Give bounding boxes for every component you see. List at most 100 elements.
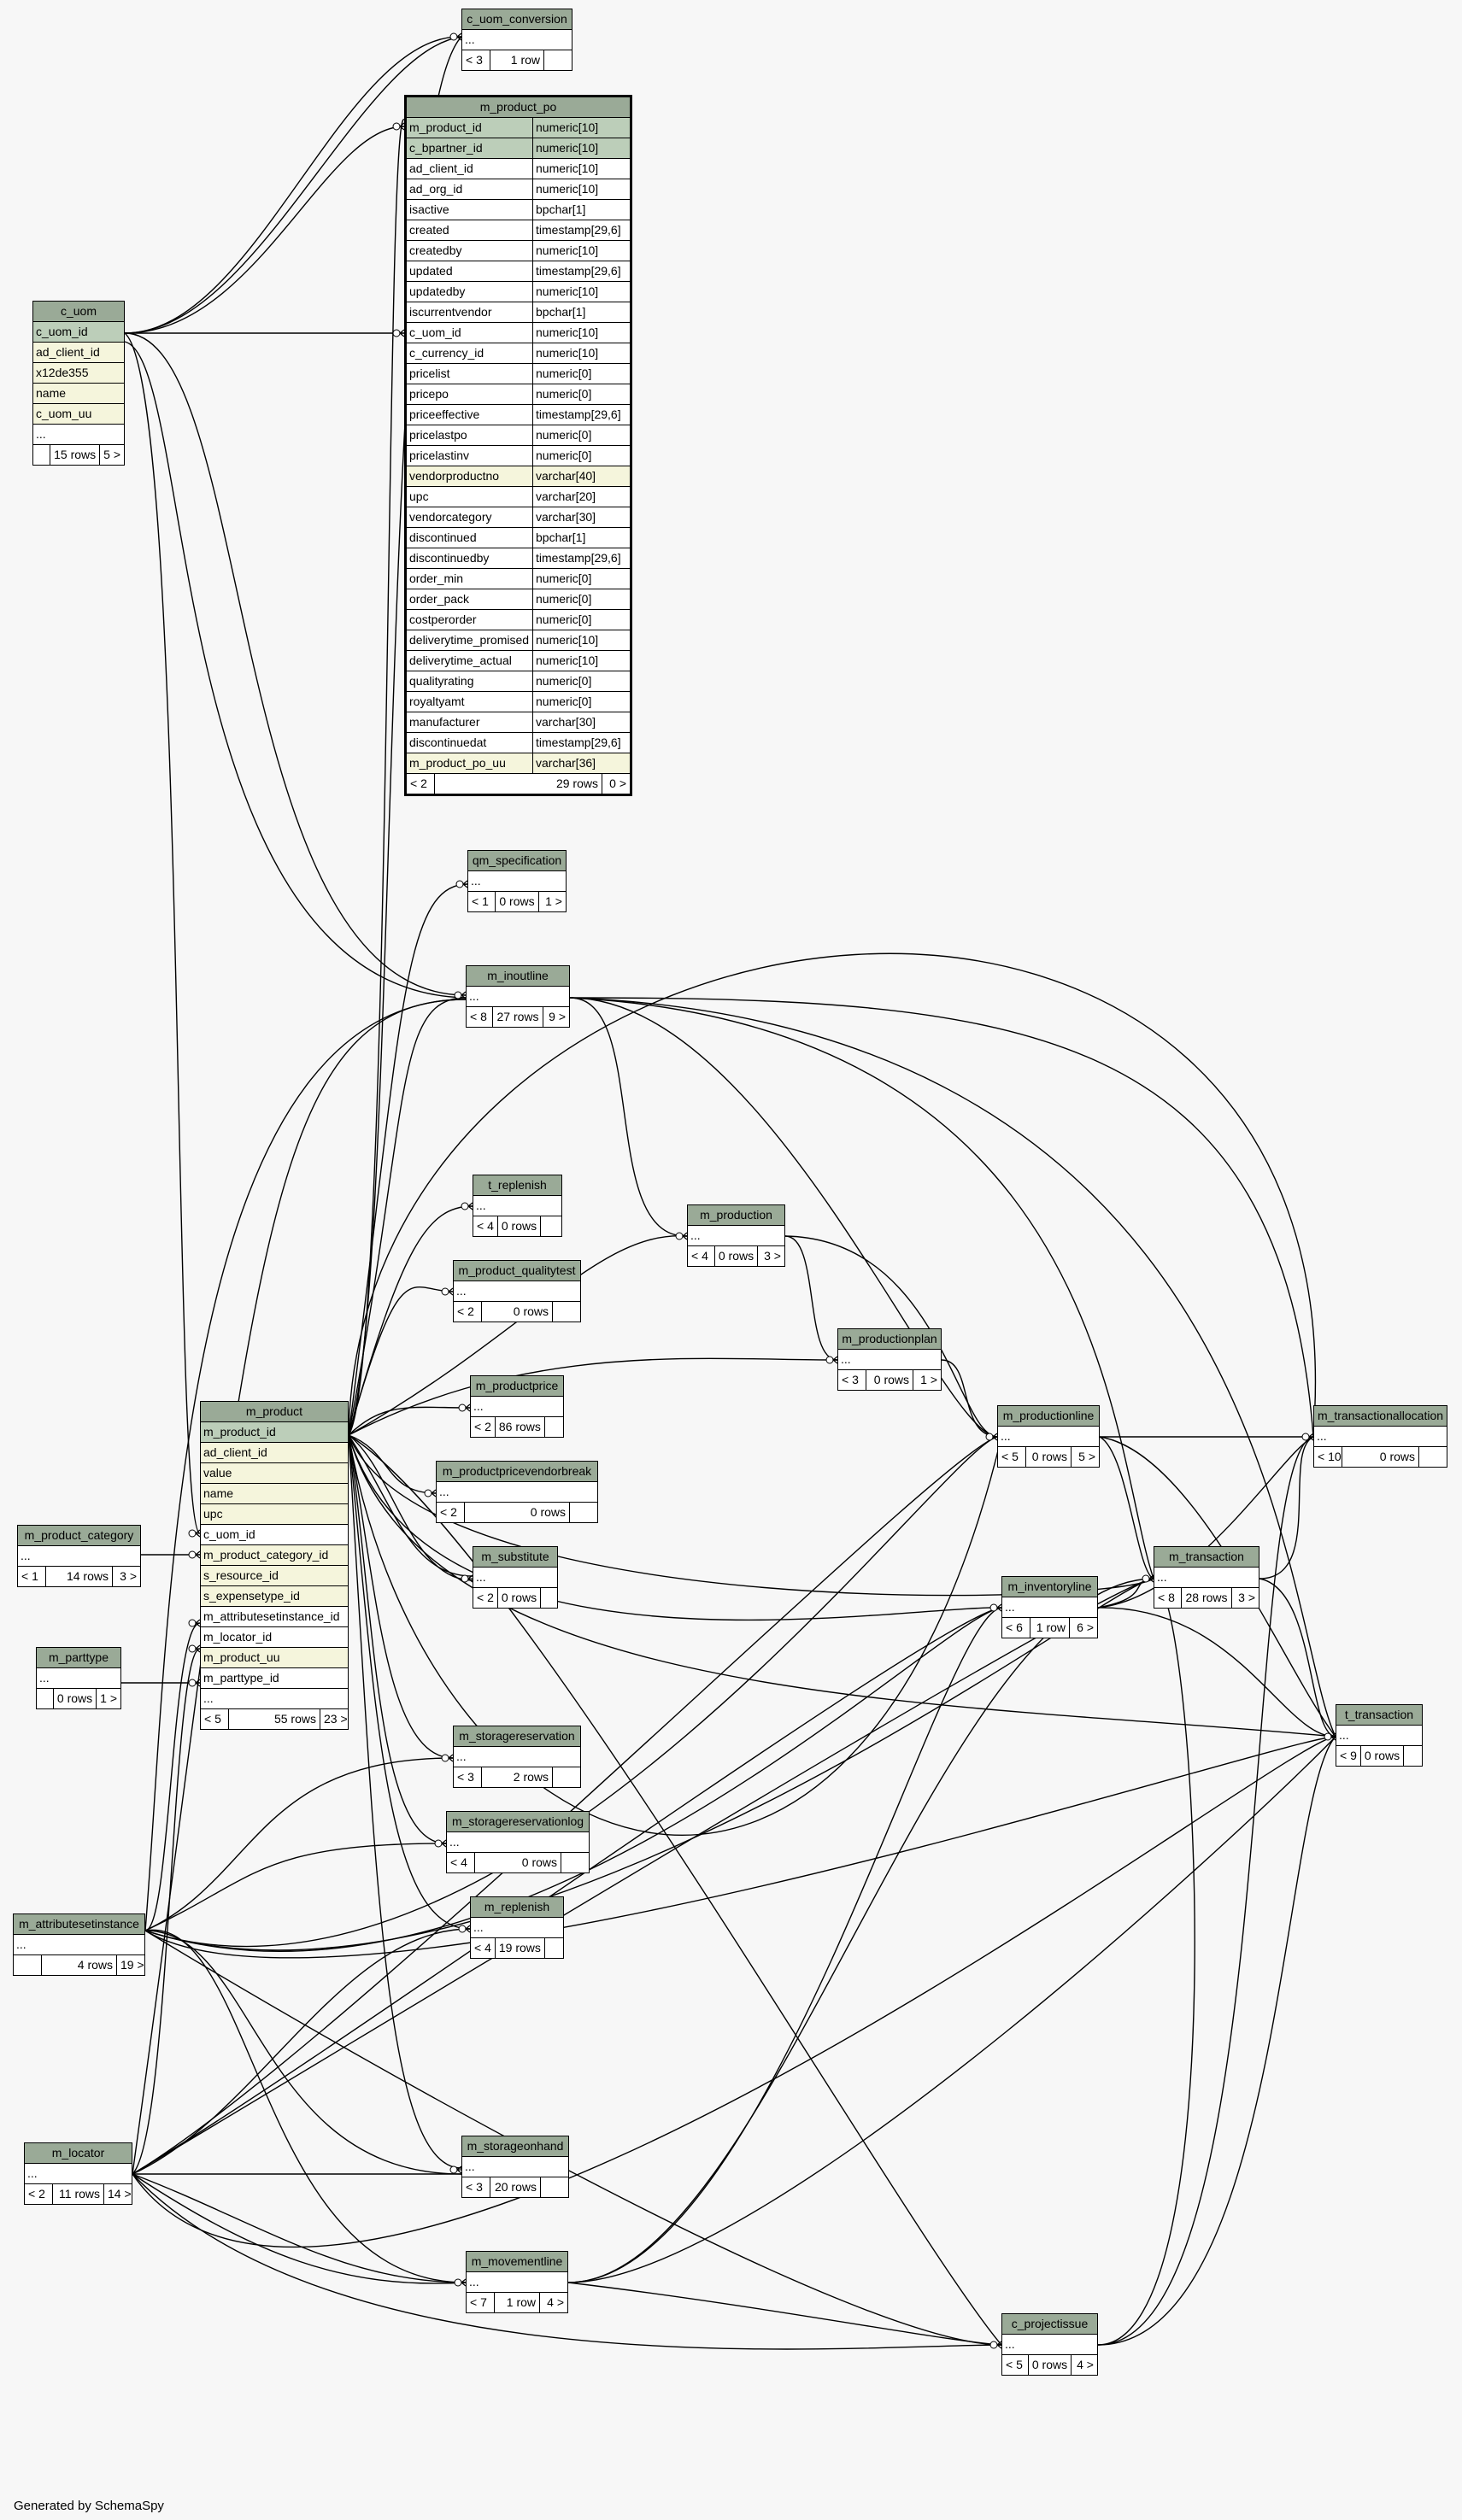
table-title[interactable]: c_projectissue — [1002, 2314, 1097, 2335]
table-title[interactable]: m_productpricevendorbreak — [437, 1462, 597, 1482]
children-link[interactable]: 23 > — [324, 1712, 348, 1726]
parents-link[interactable]: < 6 — [1002, 1618, 1030, 1638]
children-link[interactable] — [541, 1588, 557, 1608]
table-title[interactable]: m_product — [201, 1402, 348, 1422]
children-link[interactable]: 1 > — [545, 894, 562, 908]
table-title[interactable]: c_uom_conversion — [462, 9, 572, 30]
parents-link[interactable]: < 5 — [998, 1447, 1026, 1467]
children-link[interactable]: 14 > — [108, 2187, 132, 2201]
parents-link[interactable]: < 2 — [407, 774, 435, 794]
children-link[interactable] — [544, 50, 572, 70]
parents-link[interactable]: < 4 — [688, 1246, 715, 1266]
parents-link[interactable]: < 3 — [454, 1767, 482, 1787]
parents-link[interactable]: < 8 — [1154, 1588, 1183, 1608]
parents-link[interactable]: < 1 — [18, 1567, 46, 1586]
children-link[interactable] — [561, 1853, 589, 1872]
children-link[interactable]: 5 > — [103, 448, 120, 461]
table-title[interactable]: m_productprice — [471, 1376, 563, 1397]
parents-link[interactable]: < 1 — [468, 892, 496, 911]
table-title[interactable]: m_storagereservationlog — [447, 1812, 589, 1832]
parents-link[interactable]: < 2 — [25, 2184, 53, 2204]
table-title[interactable]: m_transactionallocation — [1314, 1406, 1447, 1427]
children-link[interactable] — [545, 1417, 563, 1437]
table-title[interactable]: m_production — [688, 1205, 784, 1226]
parents-link[interactable] — [37, 1689, 54, 1708]
parents-link[interactable]: < 4 — [473, 1216, 498, 1236]
parents-link[interactable]: < 3 — [462, 50, 490, 70]
children-link[interactable]: 5 > — [1078, 1450, 1095, 1463]
table-title[interactable]: m_inoutline — [467, 966, 569, 987]
children-link[interactable]: 19 > — [120, 1958, 144, 1972]
parents-link[interactable]: < 4 — [447, 1853, 475, 1872]
table-title[interactable]: m_movementline — [467, 2252, 567, 2272]
parents-link[interactable]: < 5 — [201, 1709, 229, 1729]
parents-link[interactable]: < 7 — [467, 2293, 495, 2312]
table-title[interactable]: t_replenish — [473, 1175, 561, 1196]
children-link[interactable]: 3 > — [120, 1569, 137, 1583]
table-title[interactable]: c_uom — [33, 302, 124, 322]
children-link[interactable]: 4 > — [547, 2295, 564, 2309]
children-link[interactable] — [541, 1216, 561, 1236]
table-title[interactable]: m_replenish — [471, 1897, 563, 1918]
parents-link[interactable]: < 2 — [473, 1588, 498, 1608]
children-link[interactable]: 1 > — [100, 1691, 117, 1705]
parents-link[interactable]: < 3 — [462, 2177, 490, 2197]
children-link[interactable] — [541, 2177, 568, 2197]
parents-link[interactable] — [14, 1955, 42, 1975]
parents-link[interactable]: < 5 — [1002, 2355, 1029, 2375]
children-link[interactable] — [570, 1503, 597, 1522]
children-link[interactable]: 3 > — [764, 1249, 781, 1263]
parents-link[interactable]: < 3 — [838, 1370, 866, 1390]
parents-link[interactable]: < 10 — [1314, 1447, 1342, 1467]
table-title[interactable]: m_attributesetinstance — [14, 1914, 144, 1935]
children-link[interactable] — [1419, 1447, 1447, 1467]
table-title[interactable]: m_parttype — [37, 1648, 120, 1668]
parents-link[interactable]: < 8 — [467, 1007, 494, 1027]
children-link[interactable] — [553, 1302, 580, 1322]
children-link[interactable] — [553, 1767, 580, 1787]
table-title[interactable]: qm_specification — [468, 851, 566, 871]
table-title[interactable]: m_product_qualitytest — [454, 1261, 580, 1281]
table-title[interactable]: m_productionline — [998, 1406, 1099, 1427]
table-title[interactable]: m_productionplan — [838, 1329, 941, 1350]
table-title[interactable]: m_product_po — [407, 97, 630, 118]
table-title[interactable]: m_transaction — [1154, 1547, 1259, 1568]
parents-link[interactable]: < 4 — [471, 1938, 496, 1958]
children-link[interactable] — [545, 1938, 563, 1958]
table-title[interactable]: m_locator — [25, 2143, 132, 2164]
parents-link[interactable]: < 2 — [454, 1302, 482, 1322]
table-title[interactable]: m_product_category — [18, 1526, 140, 1546]
parents-link[interactable]: < 2 — [471, 1417, 496, 1437]
children-link[interactable]: 9 > — [549, 1010, 566, 1023]
children-link[interactable] — [1404, 1746, 1422, 1766]
table-title[interactable]: m_substitute — [473, 1547, 557, 1568]
children-link[interactable]: 0 > — [609, 777, 626, 790]
table-title[interactable]: m_storagereservation — [454, 1726, 580, 1747]
